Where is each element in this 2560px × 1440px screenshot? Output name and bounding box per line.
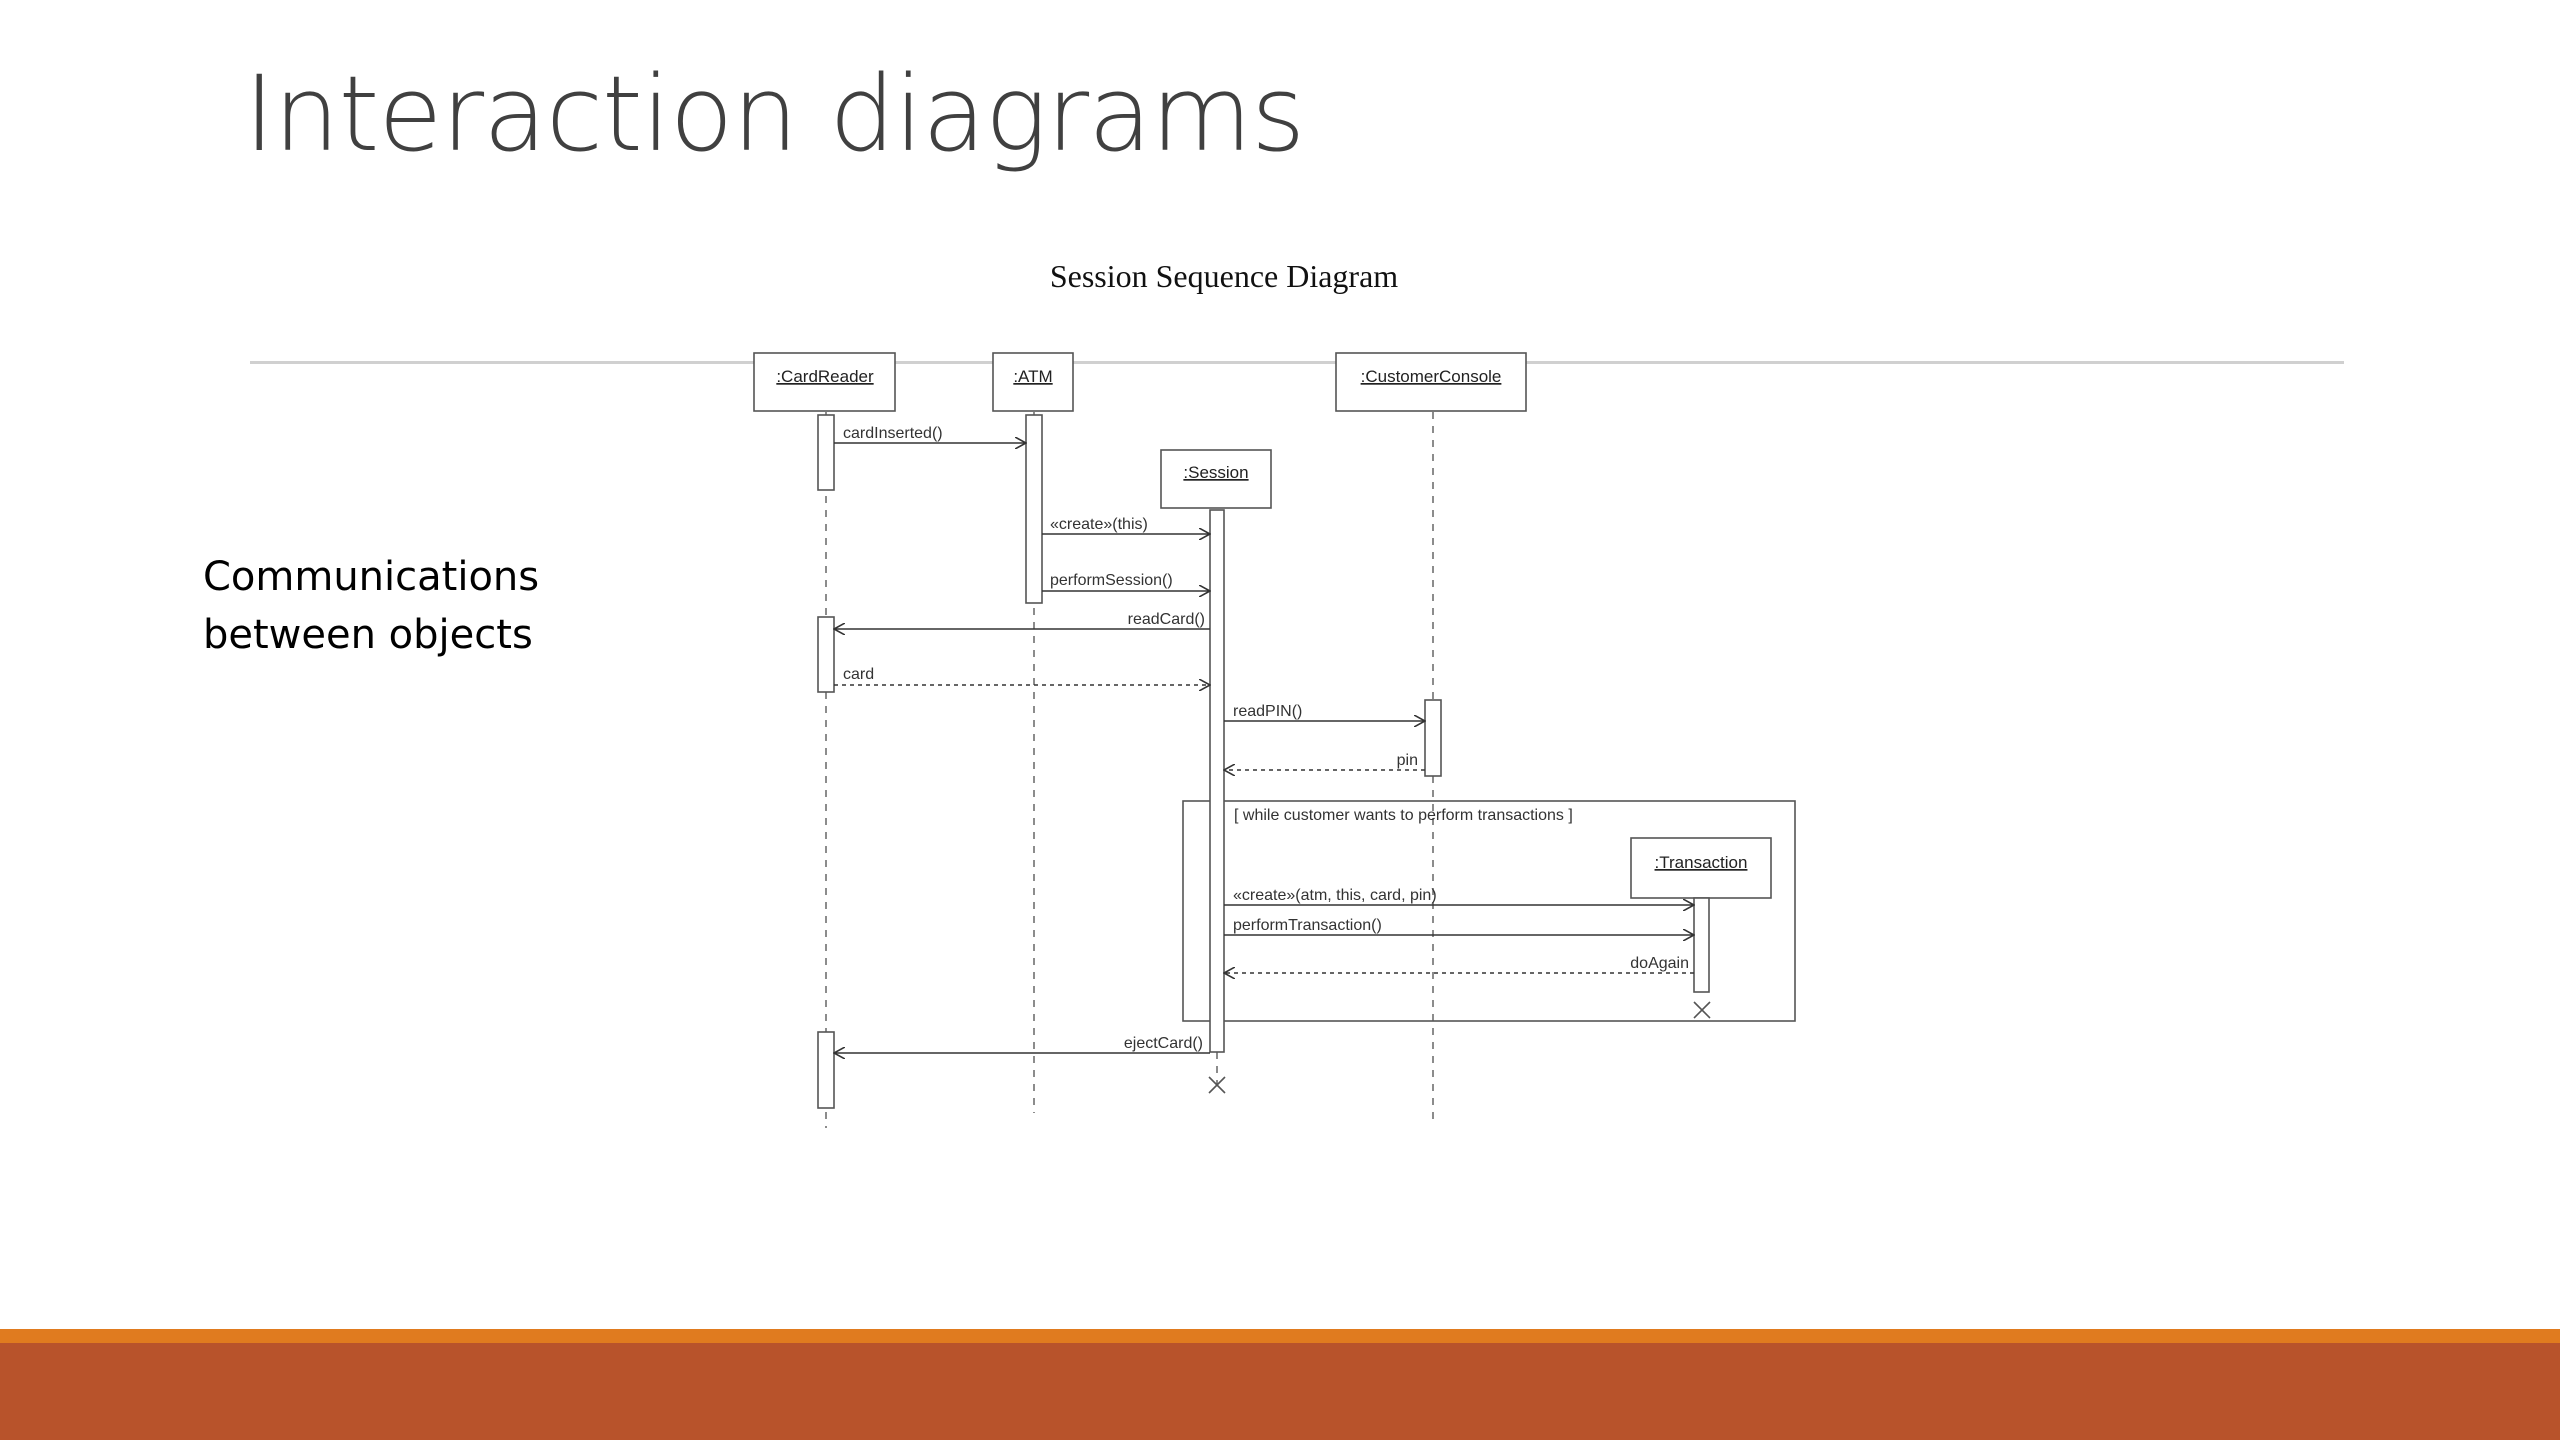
object-label-session: :Session xyxy=(1183,463,1248,482)
object-box-session xyxy=(1160,449,1272,509)
activation-cardreader-3 xyxy=(817,1031,835,1109)
object-label-atm: :ATM xyxy=(1013,367,1052,386)
loop-guard: [ while customer wants to perform transa… xyxy=(1234,807,1573,824)
activation-atm xyxy=(1025,414,1043,604)
side-caption: Communications between objects xyxy=(203,548,539,664)
footer-band xyxy=(0,1343,2560,1440)
activation-cardreader-2 xyxy=(817,616,835,693)
message-label-card: card xyxy=(843,666,874,683)
loop-fragment xyxy=(1182,800,1796,1022)
message-label-readpin: readPIN() xyxy=(1233,703,1302,720)
activation-cardreader-1 xyxy=(817,414,835,491)
object-box-transaction xyxy=(1630,837,1772,899)
side-caption-line-1: Communications xyxy=(203,554,540,600)
object-box-cardreader xyxy=(753,352,896,412)
message-label-performtransaction: performTransaction() xyxy=(1233,917,1382,934)
object-label-customerconsole: :CustomerConsole xyxy=(1361,367,1502,386)
message-label-doagain: doAgain xyxy=(1630,955,1689,972)
activation-session xyxy=(1209,509,1225,1053)
diagram-title: Session Sequence Diagram xyxy=(1050,258,1398,294)
message-label-ejectcard: ejectCard() xyxy=(1124,1035,1203,1052)
activation-transaction xyxy=(1693,897,1710,993)
title-divider xyxy=(250,361,2344,364)
message-label-cardinserted: cardInserted() xyxy=(843,425,943,442)
object-box-customerconsole xyxy=(1335,352,1527,412)
message-label-create-transaction: «create»(atm, this, card, pin) xyxy=(1233,887,1437,904)
footer-accent-stripe xyxy=(0,1329,2560,1343)
message-label-create-session: «create»(this) xyxy=(1050,516,1148,533)
message-label-readcard: readCard() xyxy=(1128,611,1205,628)
slide-title: Interaction diagrams xyxy=(244,53,1305,175)
message-label-pin: pin xyxy=(1397,752,1418,769)
activation-customerconsole xyxy=(1424,699,1442,777)
object-label-cardreader: :CardReader xyxy=(776,367,874,386)
side-caption-line-2: between objects xyxy=(203,612,533,658)
destroy-mark-session-b xyxy=(1208,1076,1226,1094)
message-label-performsession: performSession() xyxy=(1050,572,1173,589)
object-label-transaction: :Transaction xyxy=(1655,853,1748,872)
object-box-atm xyxy=(992,352,1074,412)
destroy-mark-transaction-b xyxy=(1693,1001,1711,1019)
